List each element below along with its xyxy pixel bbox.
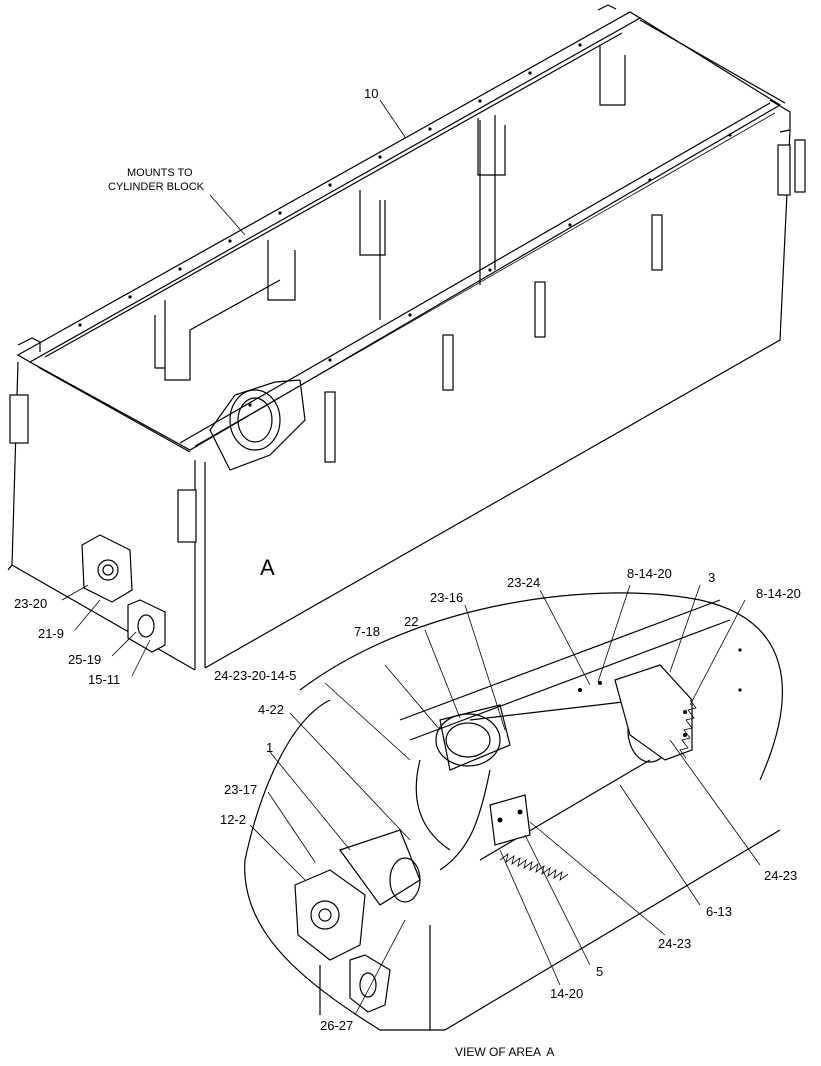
callout-22: 22 (404, 614, 418, 629)
callout-24-23-b: 24-23 (658, 936, 691, 951)
callout-6-13: 6-13 (706, 904, 732, 919)
callout-15-11: 15-11 (88, 672, 120, 687)
area-a-marker: A (260, 555, 275, 580)
main-view-callouts: 10 MOUNTS TO CYLINDER BLOCK A 23-20 21-9… (14, 86, 378, 687)
callout-23-17: 23-17 (224, 782, 257, 797)
note-mounts-line2: CYLINDER BLOCK (108, 181, 205, 193)
housing-main-view (7, 4, 806, 677)
rail-bolt-holes (78, 43, 732, 407)
callout-21-9: 21-9 (38, 626, 64, 641)
callout-24-23-a: 24-23 (764, 868, 797, 883)
detail-view-callouts: 23-24 8-14-20 3 8-14-20 23-16 22 7-18 24… (214, 566, 801, 1059)
callout-8-14-20-a: 8-14-20 (627, 566, 672, 581)
callout-4-22: 4-22 (258, 702, 284, 717)
callout-1: 1 (266, 740, 273, 755)
callout-8-14-20-b: 8-14-20 (756, 586, 801, 601)
callout-14-20: 14-20 (550, 986, 583, 1001)
note-mounts-line1: MOUNTS TO (127, 167, 193, 179)
callout-26-27: 26-27 (320, 1018, 353, 1033)
callout-10: 10 (364, 86, 378, 101)
callout-7-18: 7-18 (354, 624, 380, 639)
callout-5: 5 (596, 964, 603, 979)
detail-view-area-a (244, 584, 783, 1031)
callout-25-19: 25-19 (68, 652, 101, 667)
callout-23-20: 23-20 (14, 596, 47, 611)
callout-12-2: 12-2 (220, 812, 246, 827)
callout-23-16: 23-16 (430, 590, 463, 605)
callout-24-23-20-14-5: 24-23-20-14-5 (214, 668, 296, 683)
view-caption: VIEW OF AREA A (455, 1045, 554, 1059)
callout-3: 3 (708, 570, 715, 585)
callout-23-24: 23-24 (507, 575, 540, 590)
